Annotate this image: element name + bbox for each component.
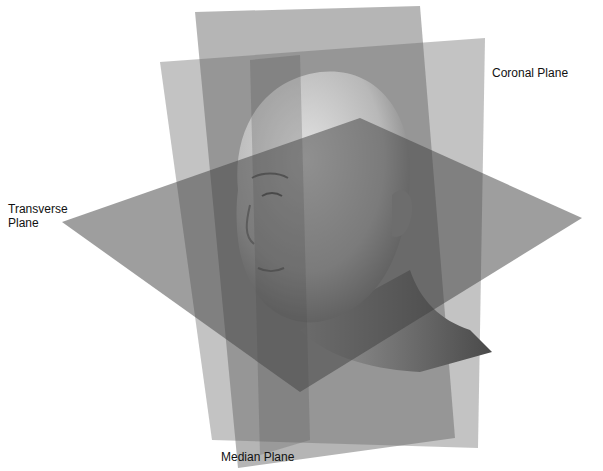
plane-label: Coronal Plane — [492, 66, 592, 80]
plane-label: Median Plane — [221, 450, 331, 464]
transverse-plane — [62, 118, 582, 392]
plane-label: Transverse Plane — [8, 202, 66, 230]
median-plane-front — [250, 55, 310, 455]
